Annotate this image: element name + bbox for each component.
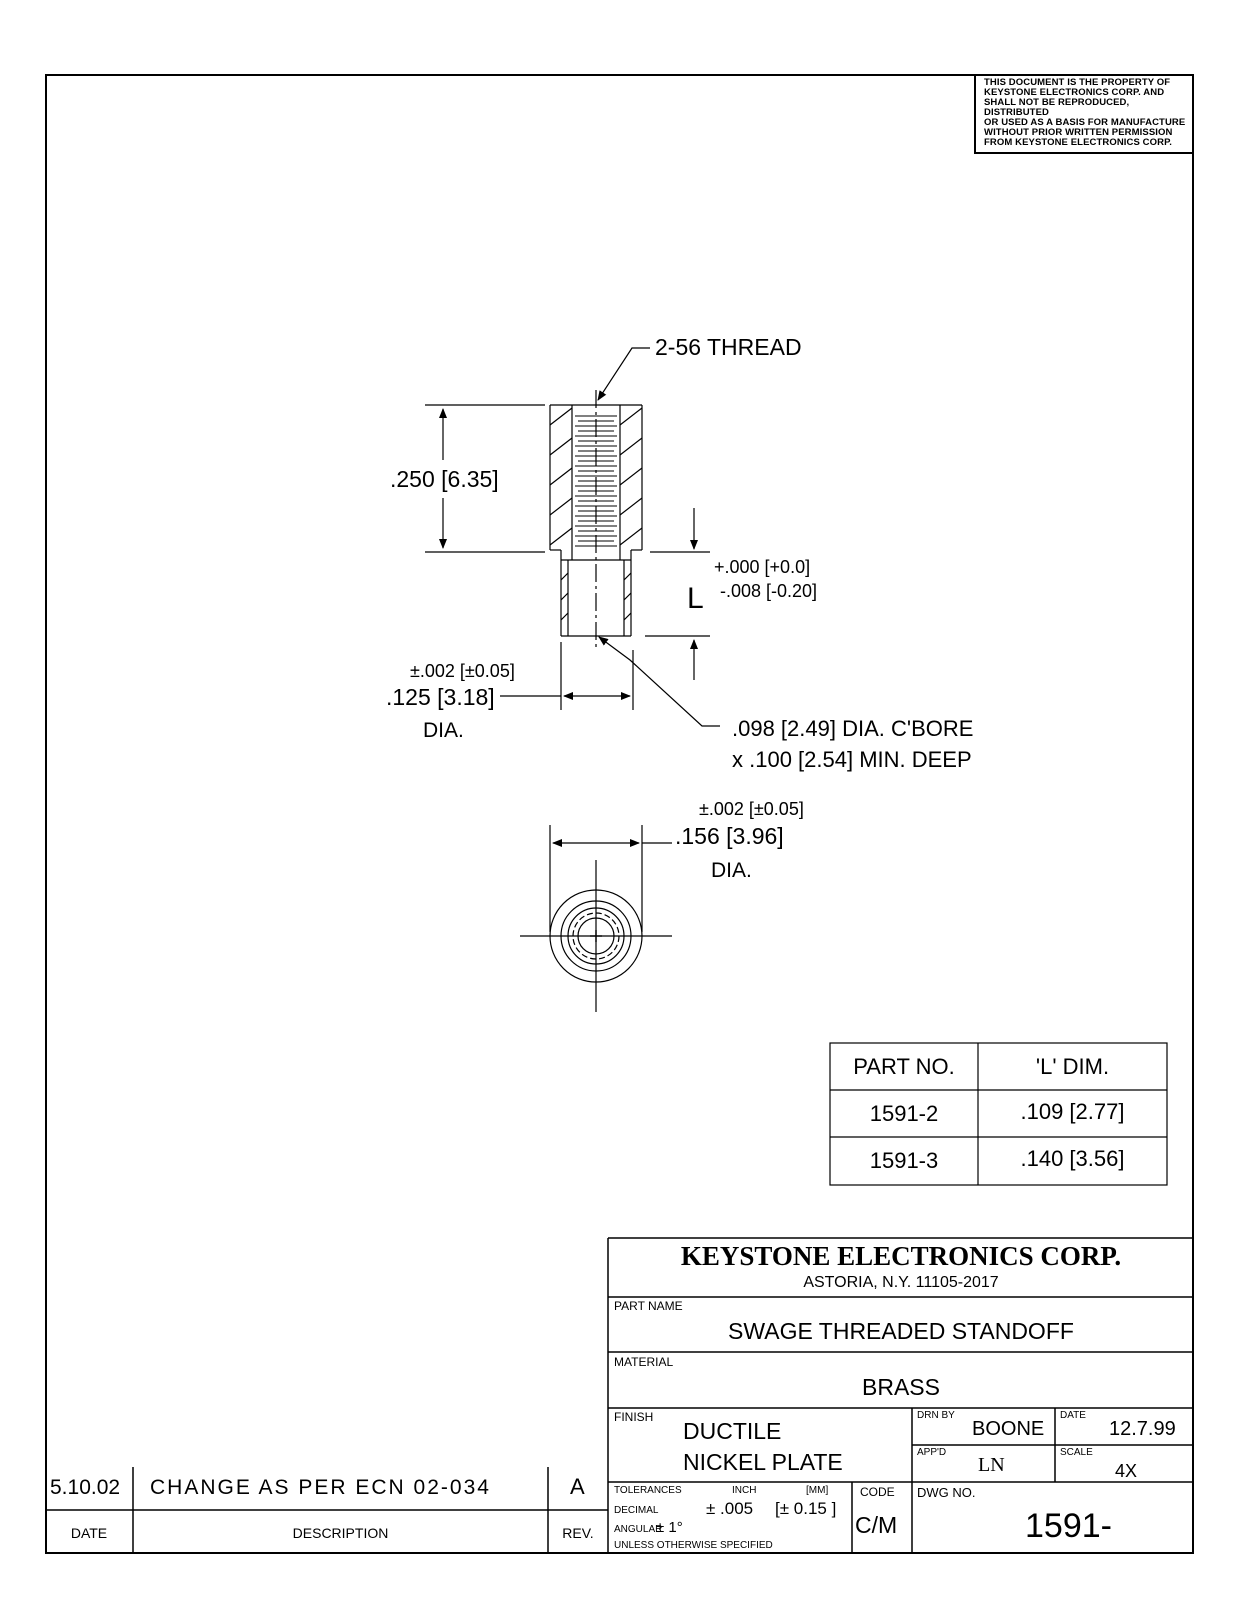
thread-label: 2-56 THREAD <box>655 334 802 360</box>
property-notice: THIS DOCUMENT IS THE PROPERTY OF KEYSTON… <box>974 74 1194 154</box>
height-dimension <box>425 404 545 553</box>
drawn-by-label: DRN BY <box>917 1410 955 1421</box>
code-label: CODE <box>860 1485 895 1499</box>
notice-line: OR USED AS A BASIS FOR MANUFACTURE <box>984 117 1186 128</box>
parts-table-header: 'L' DIM. <box>1035 1054 1110 1079</box>
drawing-number-label: DWG NO. <box>917 1485 976 1500</box>
shank-diameter-label: .125 [3.18] <box>386 684 495 710</box>
scale-label: SCALE <box>1060 1447 1093 1458</box>
revision-description-header: DESCRIPTION <box>292 1525 389 1541</box>
unless-note: UNLESS OTHERWISE SPECIFIED <box>614 1540 773 1551</box>
company-address: ASTORIA, N.Y. 11105-2017 <box>803 1274 999 1291</box>
parts-table-cell: 1591-3 <box>869 1148 939 1173</box>
height-dimension-label: .250 [6.35] <box>390 466 499 492</box>
notice-line: THIS DOCUMENT IS THE PROPERTY OF <box>984 77 1171 88</box>
parts-table-cell: .109 [2.77] <box>1020 1099 1125 1124</box>
cbore-label-line1: .098 [2.49] DIA. C'BORE <box>732 716 974 741</box>
head-diameter-label: .156 [3.96] <box>675 823 784 849</box>
notice-line: FROM KEYSTONE ELECTRONICS CORP. <box>984 137 1173 148</box>
drawing-number: 1591- <box>1025 1507 1112 1545</box>
revision-description: CHANGE AS PER ECN 02-034 <box>150 1476 491 1499</box>
parts-table-grid <box>829 1042 1168 1186</box>
revision-block-grid <box>45 1467 608 1554</box>
part-name-label: PART NAME <box>614 1299 683 1313</box>
angular-label: ANGULAR <box>614 1524 663 1535</box>
thread-leader <box>597 347 650 401</box>
finish-label: FINISH <box>614 1410 654 1424</box>
revision-letter: A <box>570 1474 585 1499</box>
material-label: MATERIAL <box>614 1355 674 1369</box>
cbore-leader <box>598 636 720 727</box>
revision-date-header: DATE <box>70 1525 108 1541</box>
l-dimension <box>645 508 710 680</box>
l-tolerance-plus: +.000 [+0.0] <box>714 557 811 577</box>
notice-line: SHALL NOT BE REPRODUCED, DISTRIBUTED <box>984 97 1130 118</box>
head-tolerance: ±.002 [±0.05] <box>699 799 804 819</box>
date-label: DATE <box>1060 1410 1086 1421</box>
parts-table-cell: 1591-2 <box>869 1101 939 1126</box>
head-diameter-dimension <box>549 825 672 932</box>
revision-rev-header: REV. <box>562 1525 594 1541</box>
scale-value: 4X <box>1115 1461 1138 1481</box>
parts-table-header: PART NO. <box>853 1054 955 1079</box>
company-name: KEYSTONE ELECTRONICS CORP. <box>680 1241 1122 1271</box>
l-label: L <box>687 582 704 615</box>
drawing-frame <box>45 74 1194 1554</box>
standoff-top-view <box>520 860 672 1012</box>
revision-date: 5.10.02 <box>50 1476 121 1499</box>
mm-label: [MM] <box>806 1485 829 1496</box>
inch-label: INCH <box>732 1485 757 1496</box>
head-diameter-suffix: DIA. <box>711 859 752 882</box>
code-value: C/M <box>855 1512 898 1538</box>
cbore-label-line2: x .100 [2.54] MIN. DEEP <box>732 747 972 772</box>
shank-diameter-suffix: DIA. <box>423 719 464 742</box>
parts-table-cell: .140 [3.56] <box>1020 1146 1125 1171</box>
finish-line2: NICKEL PLATE <box>683 1449 843 1475</box>
approved-label: APP'D <box>917 1447 947 1458</box>
shank-diameter-dimension <box>500 642 634 710</box>
finish-line1: DUCTILE <box>683 1418 782 1444</box>
shank-tolerance: ±.002 [±0.05] <box>410 661 515 681</box>
angular-value: ± 1° <box>656 1519 683 1536</box>
notice-line: KEYSTONE ELECTRONICS CORP. AND <box>984 87 1165 98</box>
title-block-grid <box>607 1237 1194 1554</box>
part-name: SWAGE THREADED STANDOFF <box>728 1318 1074 1344</box>
decimal-inch: ± .005 <box>706 1499 754 1518</box>
approved-by: LN <box>978 1454 1005 1476</box>
drawn-by: BOONE <box>972 1418 1045 1440</box>
l-tolerance-minus: -.008 [-0.20] <box>720 581 818 601</box>
decimal-mm: [± 0.15 ] <box>775 1499 837 1518</box>
notice-line: WITHOUT PRIOR WRITTEN PERMISSION <box>984 127 1173 138</box>
decimal-label: DECIMAL <box>614 1505 659 1516</box>
date-value: 12.7.99 <box>1109 1418 1176 1440</box>
material-value: BRASS <box>862 1374 940 1400</box>
tolerances-label: TOLERANCES <box>614 1485 682 1496</box>
